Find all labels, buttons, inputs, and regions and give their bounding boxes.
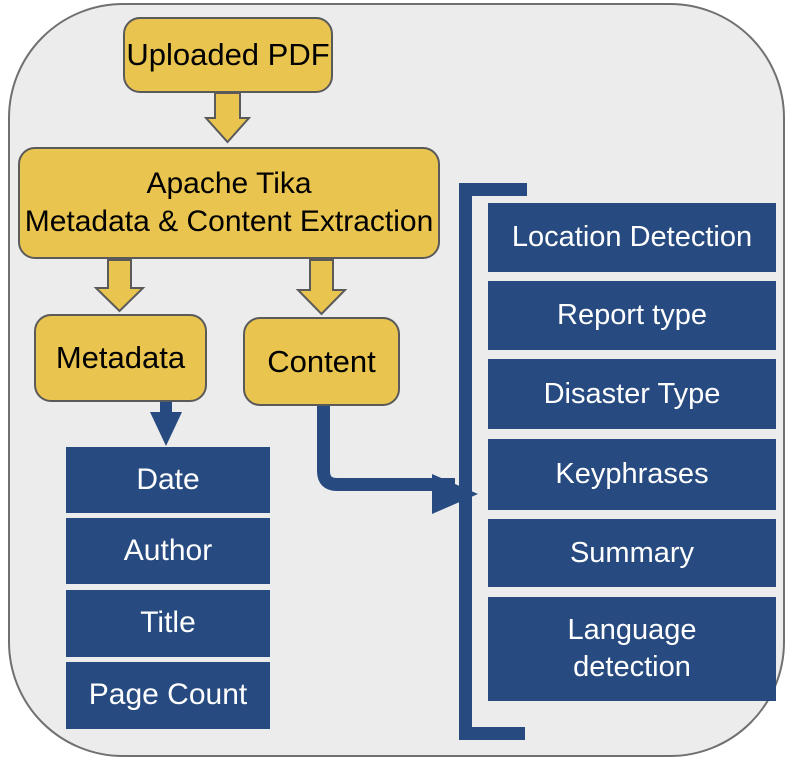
node-apache-tika-label-line1: Apache Tika <box>146 166 312 200</box>
node-summary-label: Summary <box>569 536 695 569</box>
node-apache-tika: Apache Tika Metadata & Content Extractio… <box>18 147 440 259</box>
node-output-disaster-type: Disaster Type <box>488 359 776 429</box>
node-output-language-detection: Language detection <box>488 597 776 701</box>
node-metadata: Metadata <box>34 314 207 402</box>
node-location-detection-label: Location Detection <box>511 221 753 254</box>
node-output-keyphrases: Keyphrases <box>488 439 776 510</box>
node-language-detection-label: Language detection <box>567 614 697 683</box>
node-page-count-label: Page Count <box>88 678 248 712</box>
node-metadata-field-author: Author <box>66 518 270 584</box>
node-report-type-label: Report type <box>557 299 707 332</box>
node-metadata-field-date: Date <box>66 447 270 513</box>
node-output-summary: Summary <box>488 519 776 587</box>
node-title-label: Title <box>140 606 196 640</box>
node-metadata-field-page-count: Page Count <box>66 662 270 729</box>
node-author-label: Author <box>123 533 213 567</box>
node-metadata-label: Metadata <box>55 340 186 376</box>
node-keyphrases-label: Keyphrases <box>555 458 709 491</box>
node-metadata-field-title: Title <box>66 590 270 657</box>
node-disaster-type-label: Disaster Type <box>543 377 721 410</box>
node-output-location-detection: Location Detection <box>488 203 776 272</box>
node-date-label: Date <box>136 462 200 496</box>
node-output-report-type: Report type <box>488 281 776 350</box>
node-uploaded-pdf-label: Uploaded PDF <box>126 37 330 73</box>
node-uploaded-pdf: Uploaded PDF <box>123 17 333 93</box>
node-content: Content <box>243 317 400 406</box>
node-content-label: Content <box>267 343 376 379</box>
node-apache-tika-label-line2: Metadata & Content Extraction <box>24 205 434 238</box>
